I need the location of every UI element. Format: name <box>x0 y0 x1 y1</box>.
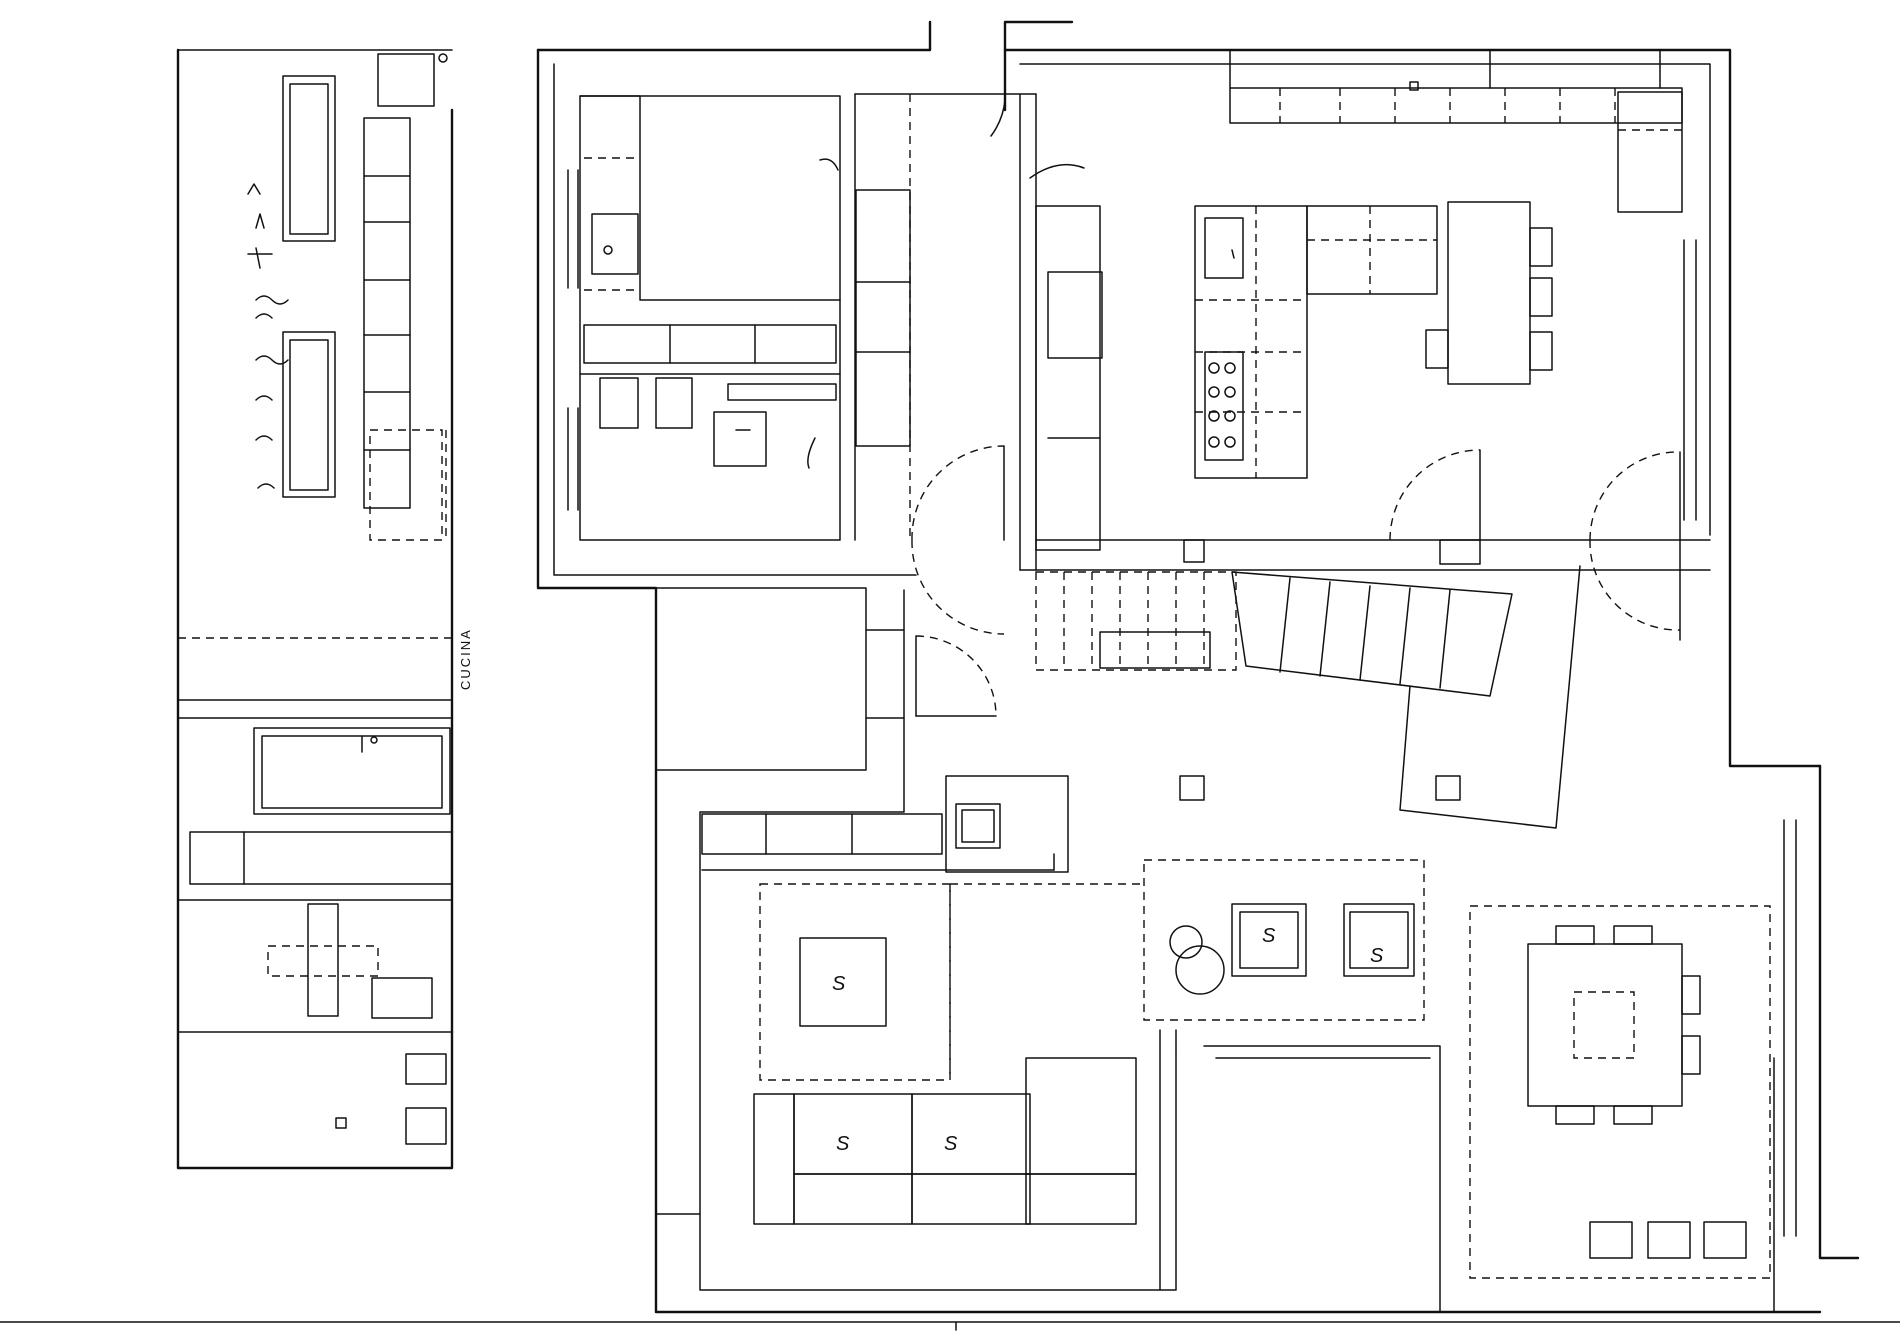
sofa: S S <box>753 1057 1137 1225</box>
wash-basin <box>713 411 767 467</box>
base-cabinet-column <box>363 117 411 509</box>
living-room: S S S S S <box>753 859 1441 1313</box>
kitchen-elevation-label: CUCINA <box>458 628 473 690</box>
wall-cabinet <box>282 331 336 498</box>
seat-mark: S <box>1262 925 1276 947</box>
wash-basin <box>591 213 639 275</box>
bathroom-fixtures <box>591 99 1085 469</box>
dining-area <box>1469 819 1797 1313</box>
staircase <box>1035 539 1581 829</box>
armchair <box>1231 903 1307 977</box>
wall-cabinet <box>282 75 336 242</box>
interior-walls <box>553 49 1711 576</box>
door-swings <box>911 445 1681 717</box>
kitchen-island <box>1194 205 1308 479</box>
lower-left-room <box>655 587 1177 1291</box>
kitchen-bench <box>1035 205 1103 551</box>
fireplace <box>701 775 1461 873</box>
dining-table <box>1527 943 1683 1107</box>
side-table <box>1169 925 1203 959</box>
kitchen-table <box>1447 201 1531 385</box>
kitchen-sink <box>1204 217 1244 279</box>
cooktop <box>1204 351 1244 461</box>
seat-mark: S <box>832 973 846 995</box>
left-room-windows <box>567 169 579 511</box>
kitchen-elevation-strip: CUCINA <box>176 48 473 1170</box>
seat-mark: S <box>1370 945 1384 967</box>
exterior-walls <box>536 20 1860 1314</box>
armchair <box>1343 903 1415 977</box>
armchair <box>799 937 887 1027</box>
kitchen-counter <box>1194 201 1553 479</box>
side-table <box>1175 945 1225 995</box>
seat-mark: S <box>836 1133 850 1155</box>
seat-mark: S <box>944 1133 958 1155</box>
